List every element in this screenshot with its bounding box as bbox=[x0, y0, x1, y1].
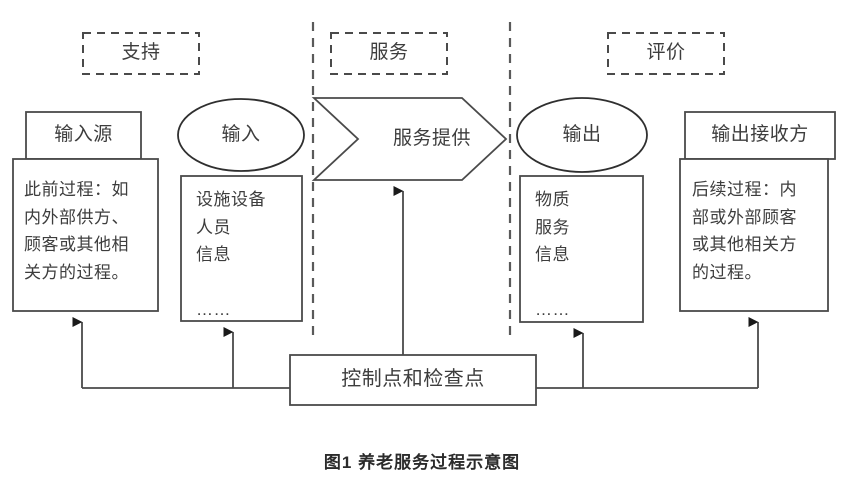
figure-caption: 图1 养老服务过程示意图 bbox=[323, 453, 521, 472]
phase-box-service bbox=[330, 32, 448, 75]
node-output-receiver-header-shape bbox=[684, 111, 836, 160]
node-control-shape bbox=[289, 354, 537, 406]
node-output-receiver-body-shape bbox=[679, 158, 829, 312]
phase-box-support bbox=[82, 32, 200, 75]
node-input-source-body-shape bbox=[12, 158, 159, 312]
phase-box-evaluation bbox=[607, 32, 725, 75]
node-output-body-shape bbox=[519, 175, 644, 323]
node-input-body-shape bbox=[180, 175, 303, 322]
node-output-ellipse-shape bbox=[516, 97, 648, 173]
node-input-ellipse-shape bbox=[177, 98, 305, 172]
node-service-delivery-shape bbox=[311, 97, 508, 181]
node-input-source-header-shape bbox=[25, 111, 142, 160]
